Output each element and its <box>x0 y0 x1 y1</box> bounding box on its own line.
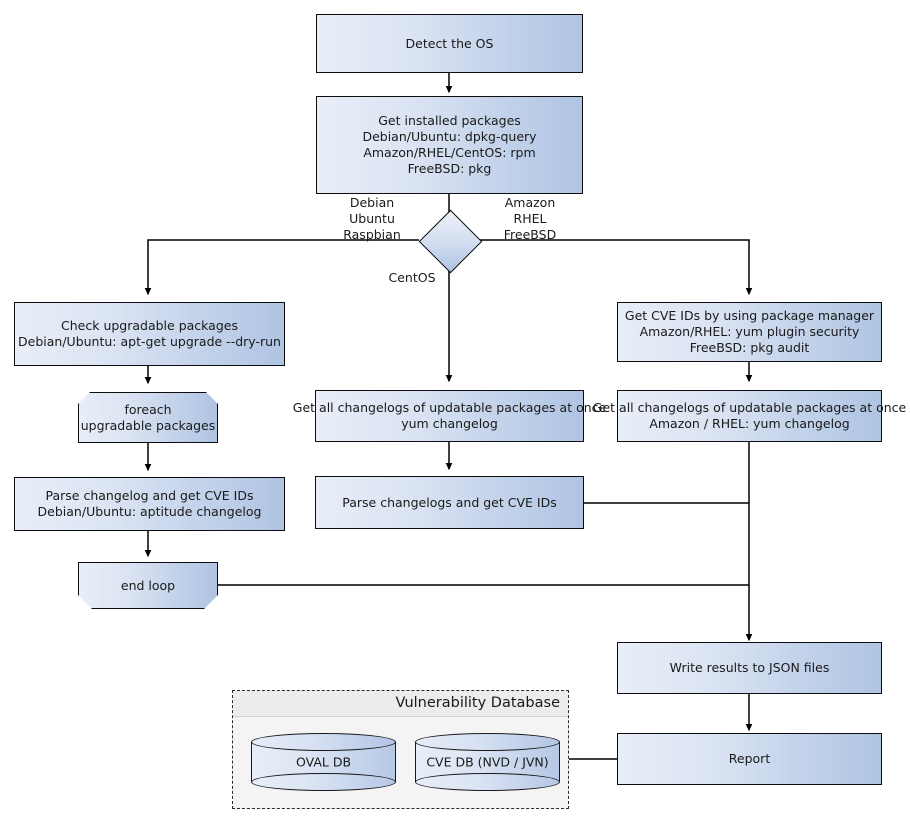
node-get-cve-ids-right-line-1: Amazon/RHEL: yum plugin security <box>639 324 860 340</box>
edge-label-right-branch-line-2: FreeBSD <box>503 226 557 242</box>
db-cylinder-oval-label: OVAL DB <box>295 754 352 770</box>
edge-decision-right <box>480 239 753 296</box>
node-get-cve-ids-right-line-0: Get CVE IDs by using package manager <box>624 308 875 324</box>
node-foreach-line-1: upgradable packages <box>80 417 216 433</box>
edge-label-left-branch: Debian Ubuntu Raspbian <box>332 195 412 243</box>
db-cylinder-cve[interactable]: CVE DB (NVD / JVN) <box>415 733 560 791</box>
node-parse-changelog-left-line-1: Debian/Ubuntu: aptitude changelog <box>37 504 262 519</box>
edge-label-right-branch: Amazon RHEL FreeBSD <box>489 195 571 243</box>
node-detect-the-os-label: Detect the OS <box>405 35 494 51</box>
node-end-loop[interactable]: end loop <box>78 562 218 609</box>
db-cylinder-top <box>251 733 396 751</box>
edge-label-right-branch-line-0: Amazon <box>504 195 556 210</box>
node-get-cve-ids-right[interactable]: Get CVE IDs by using package manager Ama… <box>617 302 882 362</box>
node-parse-changelogs-center[interactable]: Parse changelogs and get CVE IDs <box>315 476 584 529</box>
node-foreach-upgradable-packages[interactable]: foreach upgradable packages <box>78 392 218 443</box>
node-report[interactable]: Report <box>617 733 882 785</box>
node-check-upgradable-packages[interactable]: Check upgradable packages Debian/Ubuntu:… <box>14 302 285 366</box>
group-title-vulnerability-database: Vulnerability Database <box>395 695 560 711</box>
node-parse-changelog-left[interactable]: Parse changelog and get CVE IDs Debian/U… <box>14 477 285 531</box>
node-get-all-changelogs-center-line-1: yum changelog <box>401 416 498 431</box>
node-check-upgradable-packages-line-0: Check upgradable packages <box>61 318 238 334</box>
edge-label-center-branch: CentOS <box>380 270 444 286</box>
node-get-installed-packages-line-1: Debian/Ubuntu: dpkg-query <box>362 129 537 145</box>
edge-decision-left <box>144 239 419 296</box>
node-get-cve-ids-right-line-2: FreeBSD: pkg audit <box>689 339 810 355</box>
node-get-all-changelogs-center[interactable]: Get all changelogs of updatable packages… <box>293 390 606 442</box>
node-parse-changelog-left-line-0: Parse changelog and get CVE IDs <box>45 488 254 504</box>
node-get-installed-packages[interactable]: Get installed packages Debian/Ubuntu: dp… <box>316 96 583 194</box>
node-parse-changelogs-center-label: Parse changelogs and get CVE IDs <box>342 494 557 510</box>
edge-label-left-branch-line-0: Debian <box>349 195 395 210</box>
node-get-installed-packages-line-3: FreeBSD: pkg <box>407 160 492 176</box>
edge-label-right-branch-line-1: RHEL <box>513 210 547 226</box>
group-titlebar <box>233 691 568 717</box>
node-get-all-changelogs-right-line-1: Amazon / RHEL: yum changelog <box>649 416 850 431</box>
node-get-installed-packages-line-2: Amazon/RHEL/CentOS: rpm <box>363 145 536 160</box>
node-os-decision-diamond[interactable] <box>418 209 483 274</box>
node-detect-the-os[interactable]: Detect the OS <box>316 14 583 73</box>
edge-label-left-branch-line-2: Raspbian <box>343 226 401 242</box>
node-end-loop-label: end loop <box>120 577 176 593</box>
db-cylinder-top <box>415 733 560 751</box>
node-foreach-line-0: foreach <box>124 401 172 417</box>
node-write-results-label: Write results to JSON files <box>669 660 830 676</box>
node-get-all-changelogs-right-line-0: Get all changelogs of updatable packages… <box>592 400 907 416</box>
edge-label-left-branch-line-1: Ubuntu <box>349 210 395 226</box>
node-get-installed-packages-line-0: Get installed packages <box>378 113 521 129</box>
node-report-label: Report <box>728 751 771 767</box>
node-get-all-changelogs-center-line-0: Get all changelogs of updatable packages… <box>292 400 607 416</box>
node-check-upgradable-packages-line-1: Debian/Ubuntu: apt-get upgrade --dry-run <box>18 334 281 349</box>
db-cylinder-bottom <box>415 773 560 791</box>
group-vulnerability-database: Vulnerability Database OVAL DB CVE DB (N… <box>232 690 569 809</box>
node-get-all-changelogs-right[interactable]: Get all changelogs of updatable packages… <box>593 390 906 442</box>
db-cylinder-cve-label: CVE DB (NVD / JVN) <box>426 754 549 770</box>
edge-label-center-branch-line-0: CentOS <box>388 270 436 285</box>
node-write-results-to-json[interactable]: Write results to JSON files <box>617 642 882 694</box>
db-cylinder-oval[interactable]: OVAL DB <box>251 733 396 791</box>
db-cylinder-bottom <box>251 773 396 791</box>
